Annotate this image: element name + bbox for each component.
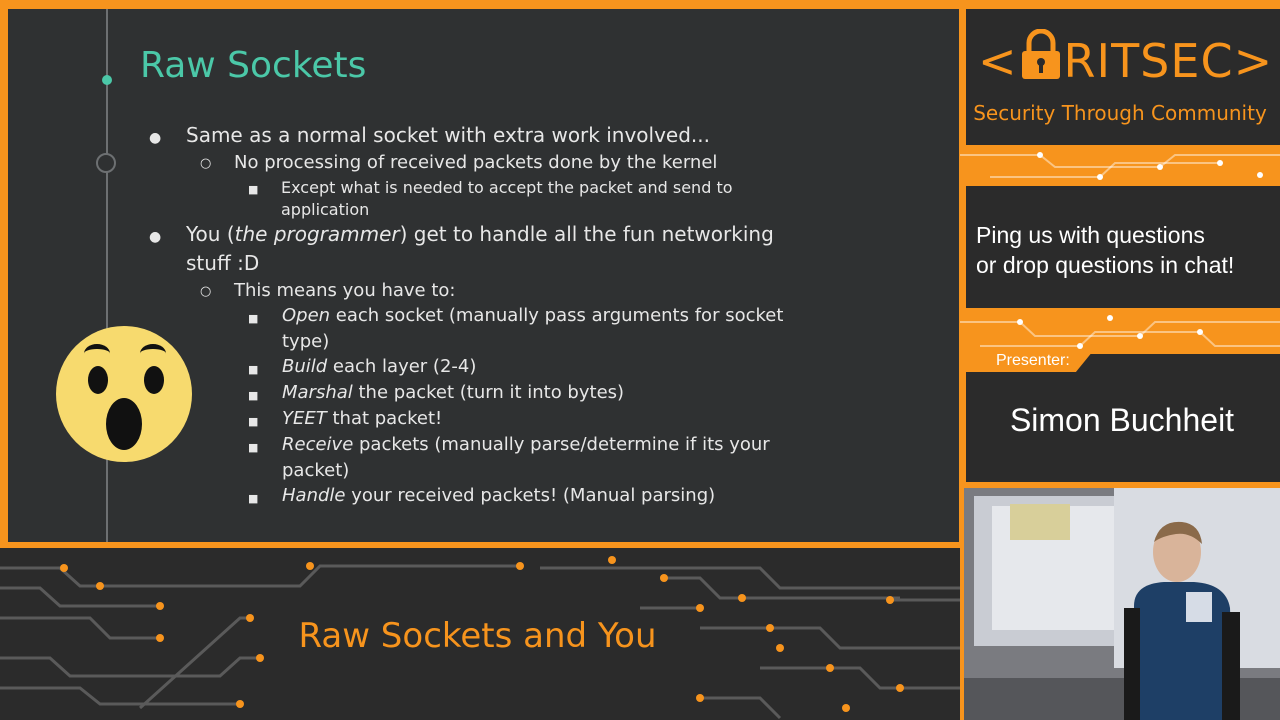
talk-title: Raw Sockets and You bbox=[298, 616, 657, 656]
questions-text: Ping us with questions or drop questions… bbox=[976, 222, 1235, 278]
bullet-marker-icon: ■ bbox=[248, 312, 259, 325]
ritsec-logo: <RITSEC> bbox=[978, 28, 1273, 88]
brand-tagline: Security Through Community bbox=[973, 101, 1267, 125]
slide: Raw Sockets ● Same as a normal socket wi… bbox=[8, 9, 959, 542]
step-text-handle: Handle your received packets! (Manual pa… bbox=[282, 485, 716, 506]
questions-panel: Ping us with questions or drop questions… bbox=[966, 186, 1280, 308]
slide-title: Raw Sockets bbox=[140, 45, 367, 86]
emoji-eye-right bbox=[144, 366, 164, 394]
circuit-pattern-icon bbox=[960, 315, 1280, 349]
camera-scene bbox=[964, 488, 1280, 720]
brand-panel: <RITSEC> Security Through Community bbox=[966, 9, 1280, 145]
surprised-face-icon bbox=[56, 326, 192, 462]
step-text-receive-cont: packet) bbox=[282, 460, 350, 481]
bullet-marker-icon: ■ bbox=[248, 389, 259, 402]
bullet-text: Same as a normal socket with extra work … bbox=[186, 123, 710, 147]
bullet-marker-icon: ● bbox=[149, 130, 162, 146]
presenter-panel: Presenter: Simon Buchheit bbox=[966, 350, 1280, 482]
step-text-receive: Receive packets (manually parse/determin… bbox=[282, 434, 770, 455]
emoji-brow-left bbox=[84, 344, 110, 363]
bullet-marker-icon: ○ bbox=[200, 156, 212, 171]
bullet-text: Except what is needed to accept the pack… bbox=[281, 178, 733, 197]
circuit-strip-middle bbox=[960, 308, 1280, 354]
bottom-title-bar bbox=[0, 548, 960, 720]
bullet-marker-icon: ■ bbox=[248, 183, 259, 196]
step-text-marshal: Marshal the packet (turn it into bytes) bbox=[282, 382, 625, 403]
bullet-marker-icon: ■ bbox=[248, 441, 259, 454]
circuit-strip-top bbox=[960, 145, 1280, 186]
bullet-text: This means you have to: bbox=[234, 280, 456, 301]
bullet-text: stuff :D bbox=[186, 251, 260, 275]
step-text-open-cont: type) bbox=[282, 331, 330, 352]
step-text-yeet: YEET that packet! bbox=[282, 408, 443, 429]
emoji-eye-left bbox=[88, 366, 108, 394]
presenter-camera-feed bbox=[964, 488, 1280, 720]
bullet-text: You (the programmer) get to handle all t… bbox=[186, 222, 774, 246]
slide-timeline-line bbox=[106, 9, 108, 542]
timeline-dot-icon bbox=[102, 75, 112, 85]
step-text-build: Build each layer (2-4) bbox=[282, 356, 477, 377]
circuit-pattern-icon bbox=[960, 152, 1280, 180]
bullet-marker-icon: ■ bbox=[248, 363, 259, 376]
emoji-mouth bbox=[106, 398, 142, 450]
presenter-label: Presenter: bbox=[966, 350, 1094, 372]
bullet-marker-icon: ■ bbox=[248, 415, 259, 428]
slide-bullets: ● Same as a normal socket with extra wor… bbox=[8, 9, 959, 542]
presenter-name: Simon Buchheit bbox=[1009, 402, 1235, 438]
timeline-circle-icon bbox=[96, 153, 116, 173]
circuit-pattern-icon bbox=[0, 556, 960, 720]
bullet-text: No processing of received packets done b… bbox=[234, 152, 718, 173]
bullet-text: application bbox=[281, 200, 370, 219]
bullet-marker-icon: ● bbox=[149, 229, 162, 245]
bullet-marker-icon: ○ bbox=[200, 284, 212, 299]
padlock-icon bbox=[1021, 28, 1060, 79]
bullet-marker-icon: ■ bbox=[248, 492, 259, 505]
step-text-open: Open each socket (manually pass argument… bbox=[282, 305, 784, 326]
emoji-brow-right bbox=[140, 344, 166, 363]
